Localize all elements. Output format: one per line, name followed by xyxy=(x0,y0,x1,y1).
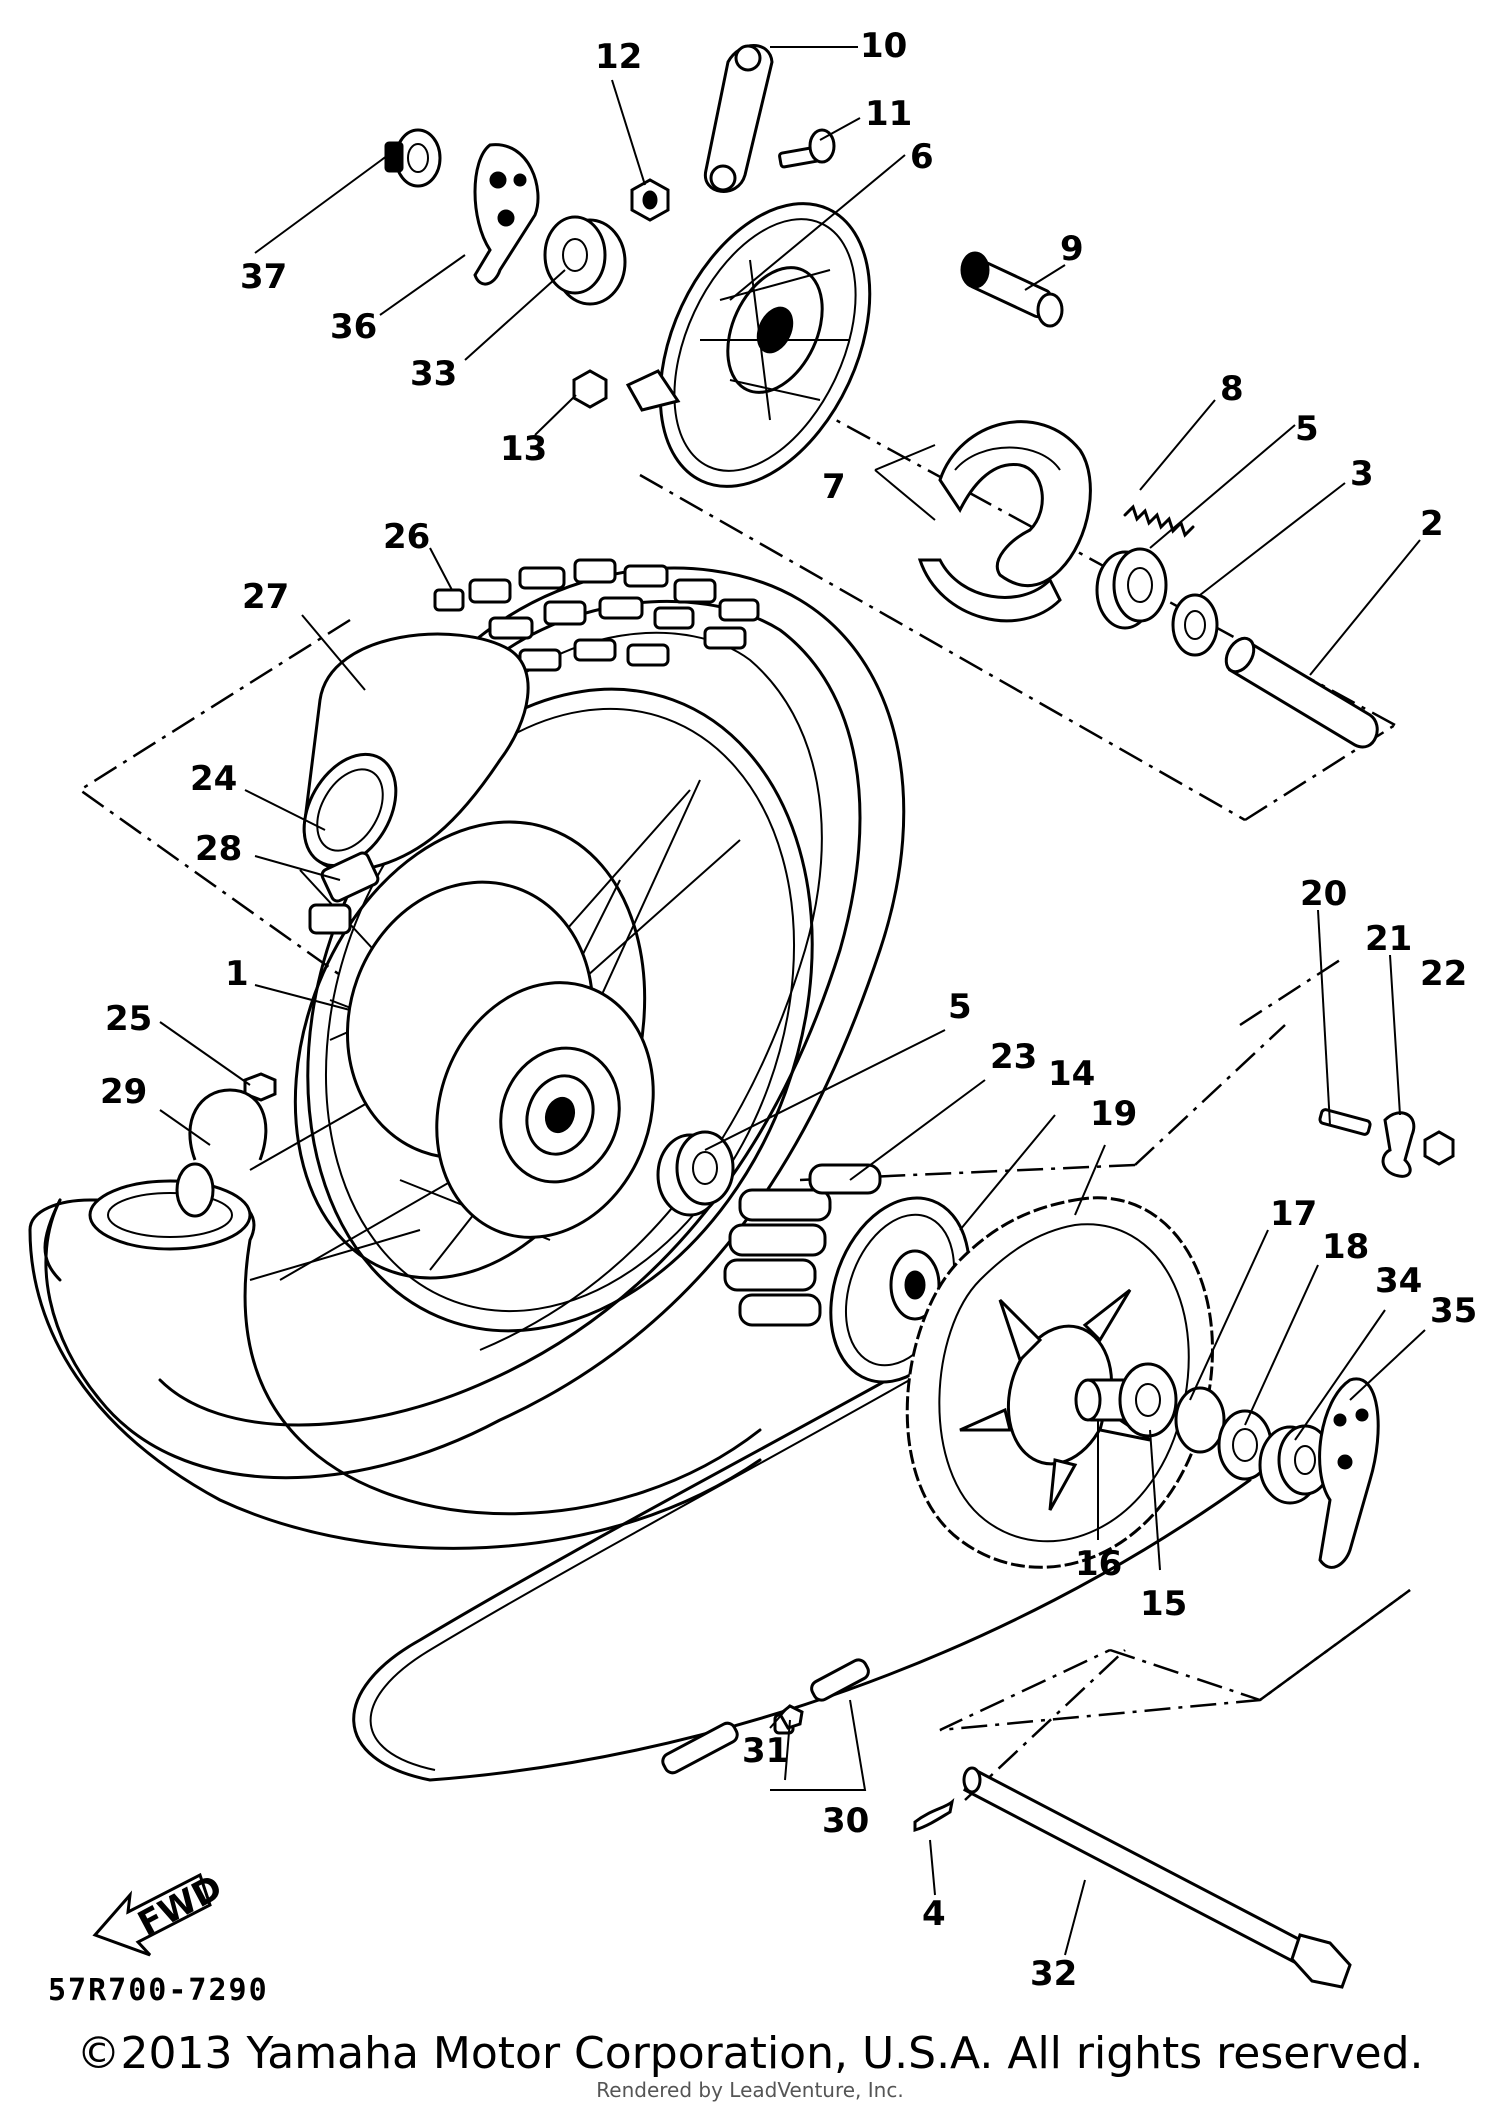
part-13-nut xyxy=(572,369,608,409)
part-label-2: 2 xyxy=(1420,504,1444,544)
render-note: Rendered by LeadVenture, Inc. xyxy=(596,2078,904,2102)
part-label-27: 27 xyxy=(242,577,289,617)
part-label-29: 29 xyxy=(100,1072,147,1112)
part-34-collar xyxy=(1258,1424,1333,1505)
part-17-circlip xyxy=(1174,1386,1226,1454)
part-label-26: 26 xyxy=(383,517,430,557)
part-label-5b: 5 xyxy=(948,987,972,1027)
part-23-damper xyxy=(723,1163,882,1327)
part-label-16: 16 xyxy=(1075,1544,1122,1584)
wheel-hub xyxy=(345,880,655,1239)
part-label-4: 4 xyxy=(922,1894,946,1934)
part-20-stud-bolt xyxy=(1318,1108,1372,1136)
part-label-36: 36 xyxy=(330,307,377,347)
part-label-8: 8 xyxy=(1220,369,1244,409)
part-label-6: 6 xyxy=(910,137,934,177)
part-label-7: 7 xyxy=(822,467,846,507)
inner-tube xyxy=(302,632,530,873)
part-label-3: 3 xyxy=(1350,454,1374,494)
part-label-33: 33 xyxy=(410,354,457,394)
part-label-14: 14 xyxy=(1048,1054,1095,1094)
part-label-37: 37 xyxy=(240,257,287,297)
part-label-17: 17 xyxy=(1270,1194,1317,1234)
part-32-axle xyxy=(962,1766,1352,1989)
part-labels: 10 12 11 6 9 37 36 33 8 5 13 3 7 2 26 27… xyxy=(100,26,1477,1994)
part-label-9: 9 xyxy=(1060,229,1084,269)
part-label-11: 11 xyxy=(865,94,912,134)
tire-valve xyxy=(433,588,465,612)
part-label-21: 21 xyxy=(1365,919,1412,959)
part-label-25: 25 xyxy=(105,999,152,1039)
part-4-cotter-pin xyxy=(913,1798,955,1833)
copyright-notice: ©2013 Yamaha Motor Corporation, U.S.A. A… xyxy=(76,2028,1424,2079)
part-11-bolt xyxy=(778,128,836,169)
part-33-collar xyxy=(543,215,627,306)
part-15-bearing xyxy=(1118,1362,1178,1438)
part-35-chain-adjuster xyxy=(1318,1377,1380,1569)
part-6-brake-shoe-plate xyxy=(625,202,872,488)
part-label-35: 35 xyxy=(1430,1291,1477,1331)
part-label-10: 10 xyxy=(860,26,907,66)
part-label-20: 20 xyxy=(1300,874,1347,914)
part-19-sprocket xyxy=(905,1196,1214,1569)
tread-pattern xyxy=(468,558,760,672)
part-label-12: 12 xyxy=(595,37,642,77)
rim-lock xyxy=(308,903,352,935)
part-label-34: 34 xyxy=(1375,1261,1422,1301)
leader-lines xyxy=(159,46,1426,1956)
part-5-bearing-upper xyxy=(1095,547,1168,630)
part-label-32: 32 xyxy=(1030,1954,1077,1994)
part-label-30: 30 xyxy=(822,1801,869,1841)
part-label-24: 24 xyxy=(190,759,237,799)
part-37-nut xyxy=(384,128,442,188)
part-22-nut xyxy=(1423,1130,1455,1166)
part-label-23: 23 xyxy=(990,1037,1037,1077)
part-label-18: 18 xyxy=(1322,1227,1369,1267)
part-label-13: 13 xyxy=(500,429,547,469)
part-label-5a: 5 xyxy=(1295,409,1319,449)
part-label-22: 22 xyxy=(1420,954,1467,994)
part-5-bearing-lower xyxy=(656,1130,735,1217)
part-7-brake-shoes xyxy=(917,420,1092,623)
part-label-28: 28 xyxy=(195,829,242,869)
fwd-label: FWD xyxy=(132,1867,229,1944)
part-3-oil-seal xyxy=(1171,593,1219,657)
part-9-camshaft xyxy=(960,251,1064,328)
part-21-lock-washer xyxy=(1381,1111,1416,1178)
part-label-15: 15 xyxy=(1140,1584,1187,1624)
part-8-spring xyxy=(1123,504,1195,538)
part-10-tension-bar xyxy=(703,44,774,193)
part-label-1: 1 xyxy=(225,954,249,994)
tire-band xyxy=(175,1088,268,1218)
drawing-code: 57R700-7290 xyxy=(48,1973,269,2008)
rim-band xyxy=(320,851,380,903)
fwd-arrow-icon: FWD xyxy=(92,1867,229,1957)
part-2-spacer xyxy=(1224,636,1379,749)
part-label-19: 19 xyxy=(1090,1094,1137,1134)
part-label-31: 31 xyxy=(742,1731,789,1771)
